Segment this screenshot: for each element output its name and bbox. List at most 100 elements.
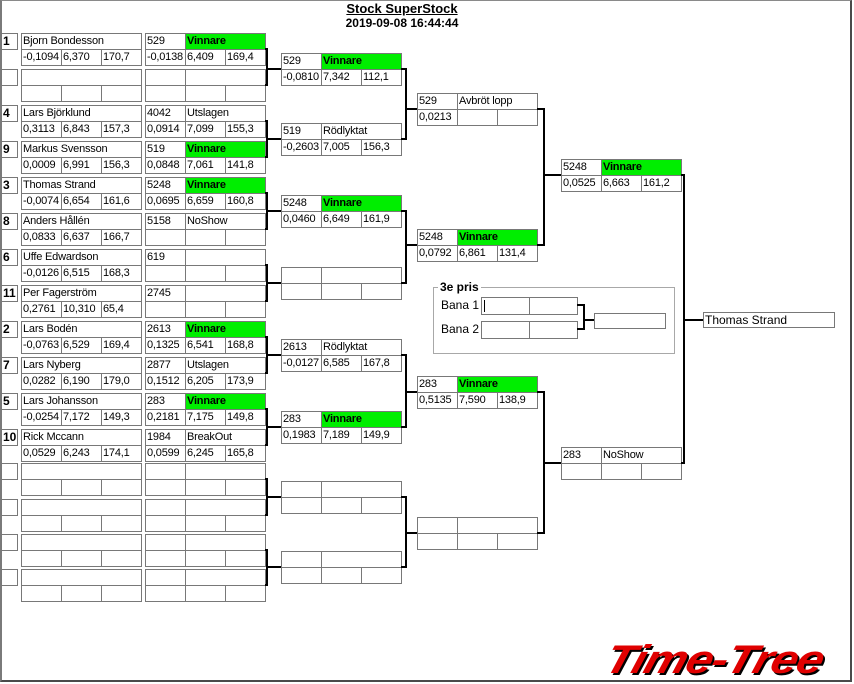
elapsed-time-cell: 6,637: [62, 230, 102, 246]
result-card: [145, 69, 266, 102]
status-cell: Rödlyktat: [322, 340, 402, 356]
speed-cell: [226, 480, 266, 496]
reaction-time-cell: -0,0127: [282, 356, 322, 372]
elapsed-time-cell: 7,590: [458, 393, 498, 409]
speed-cell: 166,7: [102, 230, 142, 246]
car-number-cell: [146, 464, 186, 480]
elapsed-time-cell: [186, 551, 226, 567]
elapsed-time-cell: [186, 266, 226, 282]
speed-cell: 156,3: [362, 140, 402, 156]
lane-2-car-field[interactable]: [482, 322, 530, 339]
bracket-line: [266, 336, 268, 374]
status-cell: [322, 482, 402, 498]
seed-number: [1, 534, 18, 551]
seed-number: [1, 569, 18, 586]
speed-cell: [362, 568, 402, 584]
result-card: [281, 551, 402, 584]
car-number-cell: [282, 268, 322, 284]
bracket-line: [266, 408, 268, 446]
speed-cell: 141,8: [226, 158, 266, 174]
bracket-line: [266, 120, 268, 158]
speed-cell: 131,4: [498, 246, 538, 262]
car-number-cell: 2613: [282, 340, 322, 356]
speed-cell: [226, 516, 266, 532]
bracket-line: [543, 391, 545, 534]
winner-status-cell: Vinnare: [322, 196, 402, 212]
driver-name-cell: [22, 535, 142, 551]
elapsed-time-cell: 6,659: [186, 194, 226, 210]
seed-number: [1, 463, 18, 480]
seed-number: [1, 69, 18, 86]
speed-cell: 157,3: [102, 122, 142, 138]
bracket-line: [401, 68, 407, 70]
speed-cell: 169,4: [226, 50, 266, 66]
bracket-line: [537, 244, 545, 246]
seed-number: 3: [1, 177, 18, 194]
status-cell: [186, 500, 266, 516]
lane-2-status-field[interactable]: [530, 322, 578, 339]
reaction-time-cell: 0,3113: [22, 122, 62, 138]
car-number-cell: 283: [146, 394, 186, 410]
reaction-time-cell: 0,0529: [22, 446, 62, 462]
reaction-time-cell: -0,0254: [22, 410, 62, 426]
seed-number: 11: [1, 285, 18, 302]
reaction-time-cell: 0,0460: [282, 212, 322, 228]
elapsed-time-cell: 6,515: [62, 266, 102, 282]
winner-status-cell: Vinnare: [602, 160, 682, 176]
third-place-legend: 3e pris: [438, 280, 481, 294]
reaction-time-cell: [146, 551, 186, 567]
driver-name-cell: Uffe Edwardson: [22, 250, 142, 266]
result-card: 619: [145, 249, 266, 282]
speed-cell: 168,3: [102, 266, 142, 282]
seed-number: 4: [1, 105, 18, 122]
third-place-result[interactable]: [594, 313, 666, 329]
bracket-line: [401, 566, 407, 568]
bracket-line: [268, 496, 281, 498]
status-cell: [458, 518, 538, 534]
status-cell: [322, 268, 402, 284]
elapsed-time-cell: 7,175: [186, 410, 226, 426]
winner-status-cell: Vinnare: [186, 34, 266, 50]
lane-1-status-field[interactable]: [530, 298, 578, 315]
bracket-line: [401, 426, 407, 428]
car-number-cell: 2877: [146, 358, 186, 374]
speed-cell: 155,3: [226, 122, 266, 138]
elapsed-time-cell: [186, 86, 226, 102]
reaction-time-cell: 0,0833: [22, 230, 62, 246]
result-card: [281, 267, 402, 300]
elapsed-time-cell: 10,310: [62, 302, 102, 318]
reaction-time-cell: -0,0074: [22, 194, 62, 210]
bracket-line: [401, 138, 407, 140]
speed-cell: 167,8: [362, 356, 402, 372]
elapsed-time-cell: 7,061: [186, 158, 226, 174]
bracket-line: [545, 462, 561, 464]
speed-cell: 168,8: [226, 338, 266, 354]
lane-1-car-field[interactable]: [482, 298, 530, 315]
elapsed-time-cell: [62, 516, 102, 532]
lane-1-box: [481, 297, 578, 315]
reaction-time-cell: [418, 534, 458, 550]
result-card: [281, 481, 402, 514]
elapsed-time-cell: 6,991: [62, 158, 102, 174]
car-number-cell: [282, 482, 322, 498]
driver-name-cell: [22, 570, 142, 586]
speed-cell: [498, 110, 538, 126]
elapsed-time-cell: [458, 110, 498, 126]
bracket-line: [685, 319, 703, 321]
elapsed-time-cell: [322, 568, 362, 584]
bracket-line: [545, 174, 561, 176]
car-number-cell: 1984: [146, 430, 186, 446]
car-number-cell: 519: [146, 142, 186, 158]
reaction-time-cell: [22, 551, 62, 567]
result-card: [145, 569, 266, 602]
